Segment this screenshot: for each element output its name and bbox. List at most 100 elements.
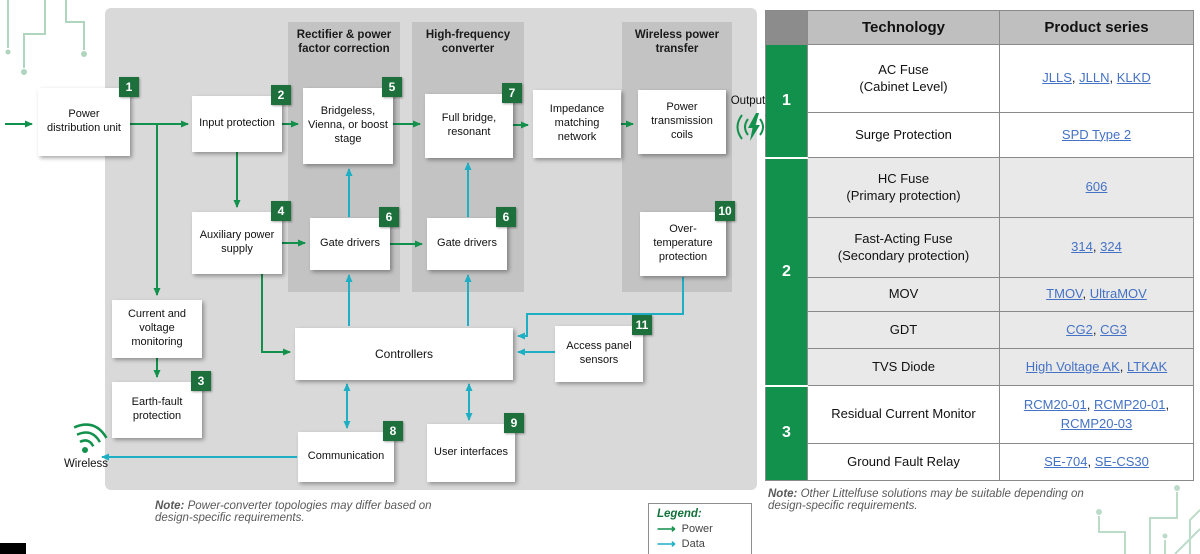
note-text: Power-converter topologies may differ ba…: [155, 500, 432, 524]
step-badge: 10: [715, 201, 735, 221]
product-link[interactable]: KLKD: [1116, 70, 1151, 86]
block-label: Input protection: [199, 117, 275, 130]
table-row: 3 Residual Current Monitor RCM20-01, RCM…: [765, 384, 1194, 481]
step-badge: 4: [271, 201, 291, 221]
technology-cell: MOV: [807, 277, 1000, 312]
step-badge: 8: [383, 421, 403, 441]
product-cell: JLLS, JLLN, KLKD: [999, 44, 1194, 113]
wireless-icon: [73, 423, 108, 453]
section-title: High-frequency converter: [425, 29, 511, 56]
block-gate-drivers-hf: Gate drivers 6: [427, 207, 516, 270]
technology-name: HC Fuse: [877, 170, 930, 186]
technology-cell: Residual Current Monitor: [807, 385, 1000, 444]
block-impedance-matching-network: Impedance matching network: [533, 90, 621, 158]
technology-sub: (Secondary protection): [837, 247, 970, 263]
table-row: 1 AC Fuse (Cabinet Level) JLLS, JLLN, KL…: [765, 44, 1194, 158]
block-label: Power distribution unit: [47, 108, 121, 134]
block-label: Access panel sensors: [566, 340, 632, 366]
technology-cell: Fast-Acting Fuse (Secondary protection): [807, 217, 1000, 278]
block-input-protection: Input protection 2: [192, 85, 291, 152]
product-cell: RCM20-01, RCMP20-01, RCMP20-03: [999, 385, 1194, 444]
block-label: Communication: [307, 450, 385, 463]
page-corner-decoration: [0, 543, 26, 554]
block-label: Earth-fault protection: [131, 396, 183, 422]
product-link[interactable]: 324: [1100, 239, 1122, 255]
legend-box: Legend: ⟶ Power ⟶ Data: [648, 503, 752, 554]
step-badge: 9: [504, 413, 524, 433]
product-cell: CG2, CG3: [999, 311, 1194, 349]
technology-cell: GDT: [807, 311, 1000, 349]
step-badge: 6: [496, 207, 516, 227]
product-series-header: Product series: [999, 10, 1194, 45]
technology-cell: HC Fuse (Primary protection): [807, 157, 1000, 218]
step-badge: 3: [191, 371, 211, 391]
block-label: Gate drivers: [320, 237, 380, 250]
product-link[interactable]: CG2: [1066, 321, 1093, 337]
legend-item-data: ⟶ Data: [657, 537, 743, 550]
note-prefix: Note:: [155, 500, 185, 512]
block-over-temperature-protection: Over-temperature protection 10: [640, 201, 735, 276]
technology-name: Ground Fault Relay: [847, 453, 960, 469]
product-link[interactable]: SE-704: [1044, 453, 1088, 469]
product-link[interactable]: TMOV: [1046, 286, 1083, 302]
product-link[interactable]: High Voltage AK: [1025, 358, 1120, 374]
block-label: Power transmission coils: [651, 101, 713, 141]
legend-item-power: ⟶ Power: [657, 522, 743, 535]
section-title: Rectifier & power factor correction: [296, 29, 392, 56]
legend-label: Data: [681, 537, 705, 550]
block-label: Full bridge, resonant: [441, 112, 497, 138]
product-link[interactable]: SPD Type 2: [1061, 126, 1132, 142]
technology-cell: Ground Fault Relay: [807, 443, 1000, 481]
step-badge: 1: [119, 77, 139, 97]
product-cell: 314, 324: [999, 217, 1194, 278]
block-access-panel-sensors: Access panel sensors 11: [555, 315, 652, 382]
product-link[interactable]: 314: [1071, 239, 1093, 255]
diagram-note: Note: Power-converter topologies may dif…: [155, 500, 433, 524]
group-number: 2: [765, 156, 808, 386]
table-row: Surge Protection SPD Type 2: [766, 112, 1194, 158]
wireless-label: Wireless: [63, 458, 109, 470]
technology-name: Surge Protection: [855, 126, 952, 142]
product-link[interactable]: SE-CS30: [1094, 453, 1149, 469]
technology-name: MOV: [888, 286, 919, 302]
product-link[interactable]: UltraMOV: [1089, 286, 1147, 302]
block-label: Auxiliary power supply: [199, 229, 275, 255]
block-label: Impedance matching network: [549, 103, 605, 143]
block-auxiliary-power-supply: Auxiliary power supply 4: [192, 201, 291, 274]
product-link[interactable]: JLLN: [1079, 70, 1110, 86]
technology-cell: TVS Diode: [807, 348, 1000, 386]
technology-header: Technology: [807, 10, 1000, 45]
table-row: Fast-Acting Fuse (Secondary protection) …: [766, 217, 1194, 278]
product-cell: High Voltage AK, LTKAK: [999, 348, 1194, 386]
product-link[interactable]: RCMP20-01: [1093, 396, 1166, 412]
product-link[interactable]: RCMP20-03: [1060, 415, 1133, 431]
product-cell: TMOV, UltraMOV: [999, 277, 1194, 312]
block-user-interfaces: User interfaces 9: [427, 413, 524, 482]
product-link[interactable]: LTKAK: [1126, 358, 1168, 374]
product-link[interactable]: CG3: [1100, 321, 1127, 337]
product-link[interactable]: RCM20-01: [1023, 396, 1087, 412]
step-badge: 11: [632, 315, 652, 335]
table-row: GDT CG2, CG3: [766, 311, 1194, 349]
step-badge: 5: [382, 77, 402, 97]
step-badge: 6: [379, 207, 399, 227]
block-earth-fault-protection: Earth-fault protection 3: [112, 371, 211, 438]
technology-cell: Surge Protection: [807, 112, 1000, 158]
group-number: 1: [765, 44, 808, 158]
block-label: Current and voltage monitoring: [127, 308, 187, 348]
group-number: 3: [765, 384, 808, 481]
table-corner-cell: [765, 10, 808, 45]
circuit-trace-decoration-top-left: [5, 0, 87, 75]
block-label: Bridgeless, Vienna, or boost stage: [308, 105, 388, 145]
block-controllers: Controllers: [295, 328, 513, 380]
technology-name: Residual Current Monitor: [831, 406, 976, 422]
step-badge: 2: [271, 85, 291, 105]
product-link[interactable]: JLLS: [1042, 70, 1072, 86]
note-text: Other Littelfuse solutions may be suitab…: [768, 488, 1084, 512]
product-link[interactable]: 606: [1085, 179, 1108, 195]
table-header-row: Technology Product series: [765, 10, 1194, 45]
block-bridgeless-vienna-boost: Bridgeless, Vienna, or boost stage 5: [303, 77, 402, 164]
block-power-transmission-coils: Power transmission coils: [638, 90, 726, 154]
legend-title: Legend:: [657, 508, 702, 520]
